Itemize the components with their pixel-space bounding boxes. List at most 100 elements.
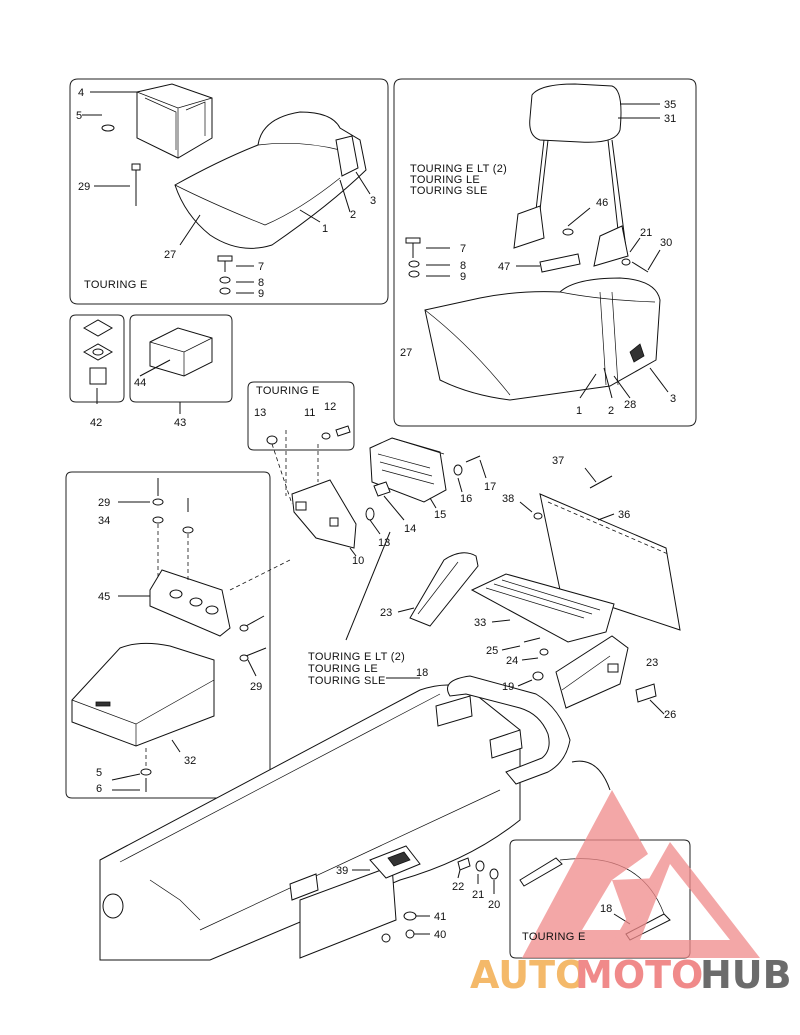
side-cover-23-right [555, 635, 629, 709]
callout-30: 30 [660, 237, 672, 249]
tail-cover-32 [71, 642, 215, 747]
callout-15: 15 [434, 509, 446, 521]
taillight-lens-15 [369, 437, 447, 503]
caption-touring-bottom-variant-3: TOURING SLE [308, 675, 386, 687]
callout-46: 46 [596, 197, 608, 209]
callout-32: 32 [184, 755, 196, 767]
caption-touring-e-light: TOURING E [256, 385, 320, 397]
snow-flap-36 [519, 467, 681, 631]
callout-27-a: 27 [164, 249, 176, 261]
watermark-word-auto: AUTO [470, 953, 587, 997]
fasteners-5-6 [140, 748, 152, 792]
light-hardware-11-12-13 [266, 425, 351, 445]
watermark-center-mark [612, 878, 660, 930]
callout-35: 35 [664, 99, 676, 111]
callout-lines-topright [426, 103, 669, 399]
callout-8-a: 8 [258, 277, 264, 289]
callout-lines-lower [352, 677, 611, 935]
callout-9-b: 9 [460, 271, 466, 283]
callout-19: 19 [502, 681, 514, 693]
callout-5-a: 5 [76, 110, 82, 122]
callout-28: 28 [624, 399, 636, 411]
callout-7-b: 7 [460, 243, 466, 255]
callout-23-b: 23 [646, 657, 658, 669]
callout-16: 16 [460, 493, 472, 505]
callout-13-a: 13 [254, 407, 266, 419]
seat-touring-e [174, 111, 367, 249]
storage-box [136, 83, 213, 159]
callout-45: 45 [98, 591, 110, 603]
watermark-triangle-right [604, 842, 760, 958]
callout-8-b: 8 [460, 260, 466, 272]
callout-41: 41 [434, 911, 446, 923]
callout-29-a: 29 [78, 181, 90, 193]
callout-20: 20 [488, 899, 500, 911]
luggage-rack-33 [470, 573, 615, 643]
callout-9-a: 9 [258, 288, 264, 300]
callout-23-a: 23 [380, 607, 392, 619]
watermark-logo [522, 790, 760, 958]
washer-5-a [101, 124, 115, 132]
callout-25: 25 [486, 645, 498, 657]
callout-lines-light [271, 430, 487, 557]
callout-29-b: 29 [98, 497, 110, 509]
caption-touring-variant-1: TOURING E LT (2) [410, 163, 507, 175]
callout-47: 47 [498, 261, 510, 273]
side-cover-23-left [409, 552, 479, 627]
fastener-29-a [131, 163, 141, 206]
callout-12: 12 [324, 401, 336, 413]
tunnel [99, 684, 523, 961]
callout-11: 11 [304, 407, 315, 419]
callout-29-c: 29 [250, 681, 262, 693]
panel-43-frame [129, 314, 233, 403]
callout-22: 22 [452, 881, 464, 893]
grommet-assembly-42 [82, 319, 114, 404]
watermark-word-moto: MOTO [575, 953, 703, 997]
callout-1-a: 1 [322, 223, 328, 235]
callout-37: 37 [552, 455, 564, 467]
callout-lines-topleft [82, 91, 371, 294]
fastener-set-7-8-9-a [217, 255, 233, 295]
panel-touring-e-light-frame [247, 381, 355, 451]
panel-topleft-frame [69, 78, 389, 305]
callout-2-a: 2 [350, 209, 356, 221]
callout-7-a: 7 [258, 261, 264, 273]
watermark-word-hub: HUB [700, 953, 792, 997]
callout-34: 34 [98, 515, 110, 527]
callout-43: 43 [174, 417, 186, 429]
callout-21-b: 21 [472, 889, 484, 901]
callout-33: 33 [474, 617, 486, 629]
panel-bottomleft-frame [65, 471, 271, 799]
callout-3-a: 3 [370, 195, 376, 207]
callout-42: 42 [90, 417, 102, 429]
hardware-40-41 [381, 911, 417, 943]
callout-27-b: 27 [400, 347, 412, 359]
callout-39: 39 [336, 865, 348, 877]
callout-2-b: 2 [608, 405, 614, 417]
hardware-20-21-22 [457, 857, 499, 880]
callout-17: 17 [484, 481, 496, 493]
callout-14: 14 [404, 523, 416, 535]
caption-touring-bottom-variant-1: TOURING E LT (2) [308, 651, 405, 663]
backrest-pad [529, 83, 622, 143]
panel-42-frame [69, 314, 125, 403]
callout-24: 24 [506, 655, 518, 667]
caption-touring-e-bottomright: TOURING E [522, 931, 586, 943]
callout-26: 26 [664, 709, 676, 721]
callout-6: 6 [96, 783, 102, 795]
bracket-47 [539, 253, 581, 273]
watermark-triangle-left [522, 790, 648, 958]
callout-38: 38 [502, 493, 514, 505]
callout-21-a: 21 [640, 227, 652, 239]
bulb-14 [365, 481, 391, 521]
callout-4: 4 [78, 87, 84, 99]
backrest-frame [513, 139, 629, 267]
fasteners-29-34 [152, 478, 194, 580]
callout-1-b: 1 [576, 405, 582, 417]
reflector-26 [635, 683, 657, 703]
callout-40: 40 [434, 929, 446, 941]
hardware-24-25-19 [523, 637, 549, 681]
seat-touring-le [424, 277, 661, 401]
callout-18-a: 18 [416, 667, 428, 679]
panel-topright-frame [393, 78, 697, 427]
